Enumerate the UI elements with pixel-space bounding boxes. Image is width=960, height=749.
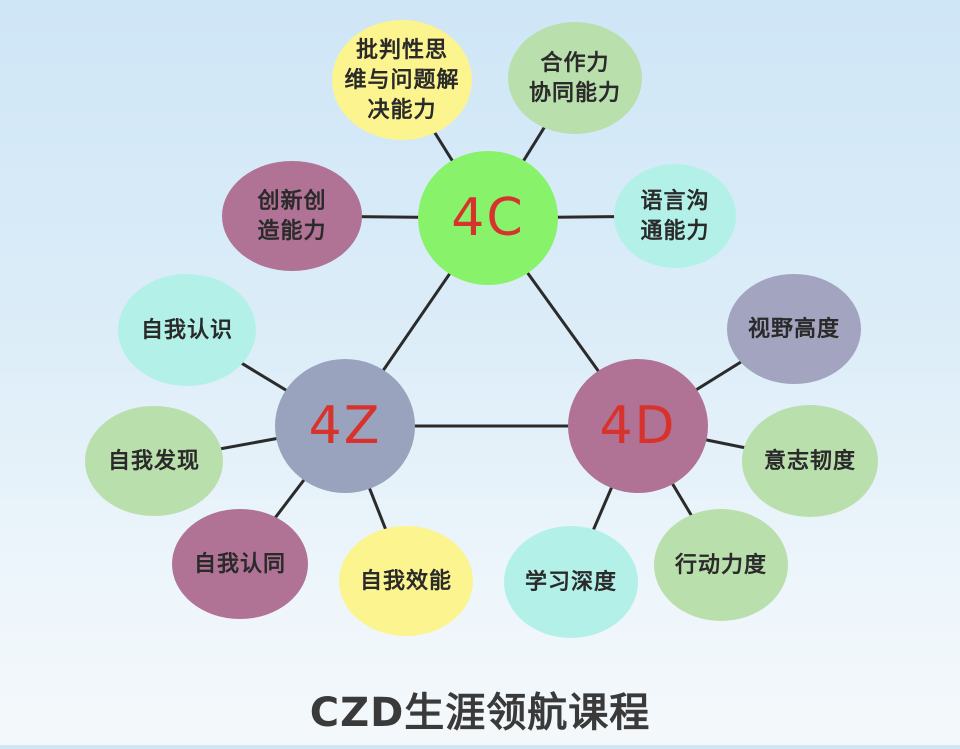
node-collaboration-label: 合作力 协同能力 <box>528 50 621 106</box>
node-self-identity-label: 自我认同 <box>193 551 286 577</box>
node-self-discovery-label: 自我发现 <box>107 448 200 474</box>
node-self-awareness: 自我认识 <box>118 274 256 386</box>
node-action-label: 行动力度 <box>674 552 767 578</box>
node-communication: 语言沟 通能力 <box>614 164 736 268</box>
node-collaboration: 合作力 协同能力 <box>508 22 642 134</box>
node-willpower: 意志韧度 <box>742 405 878 517</box>
node-self-identity: 自我认同 <box>172 509 308 619</box>
node-learning-depth: 学习深度 <box>504 526 638 638</box>
page-title: CZD生涯领航课程 <box>309 690 651 736</box>
node-vision-height-label: 视野高度 <box>747 316 840 342</box>
node-self-discovery: 自我发现 <box>85 406 223 516</box>
hub-4c-label: 4C <box>451 188 525 248</box>
node-creativity-label: 创新创 造能力 <box>257 188 327 244</box>
hub-4d-label: 4D <box>599 396 677 456</box>
node-vision-height: 视野高度 <box>727 274 861 384</box>
node-self-efficacy-label: 自我效能 <box>359 568 452 594</box>
hub-4z-label: 4Z <box>308 396 382 456</box>
hub-4z: 4Z <box>275 359 415 493</box>
node-self-efficacy: 自我效能 <box>339 526 473 636</box>
node-willpower-label: 意志韧度 <box>763 448 856 474</box>
node-self-awareness-label: 自我认识 <box>140 317 233 343</box>
hub-4c: 4C <box>418 151 558 285</box>
node-critical-thinking: 批判性思 维与问题解 决能力 <box>332 20 472 140</box>
node-action: 行动力度 <box>654 509 788 621</box>
hub-4d: 4D <box>568 359 708 493</box>
node-critical-thinking-label: 批判性思 维与问题解 决能力 <box>344 37 460 123</box>
node-learning-depth-label: 学习深度 <box>524 569 617 595</box>
node-communication-label: 语言沟 通能力 <box>640 188 710 244</box>
node-creativity: 创新创 造能力 <box>222 161 362 271</box>
